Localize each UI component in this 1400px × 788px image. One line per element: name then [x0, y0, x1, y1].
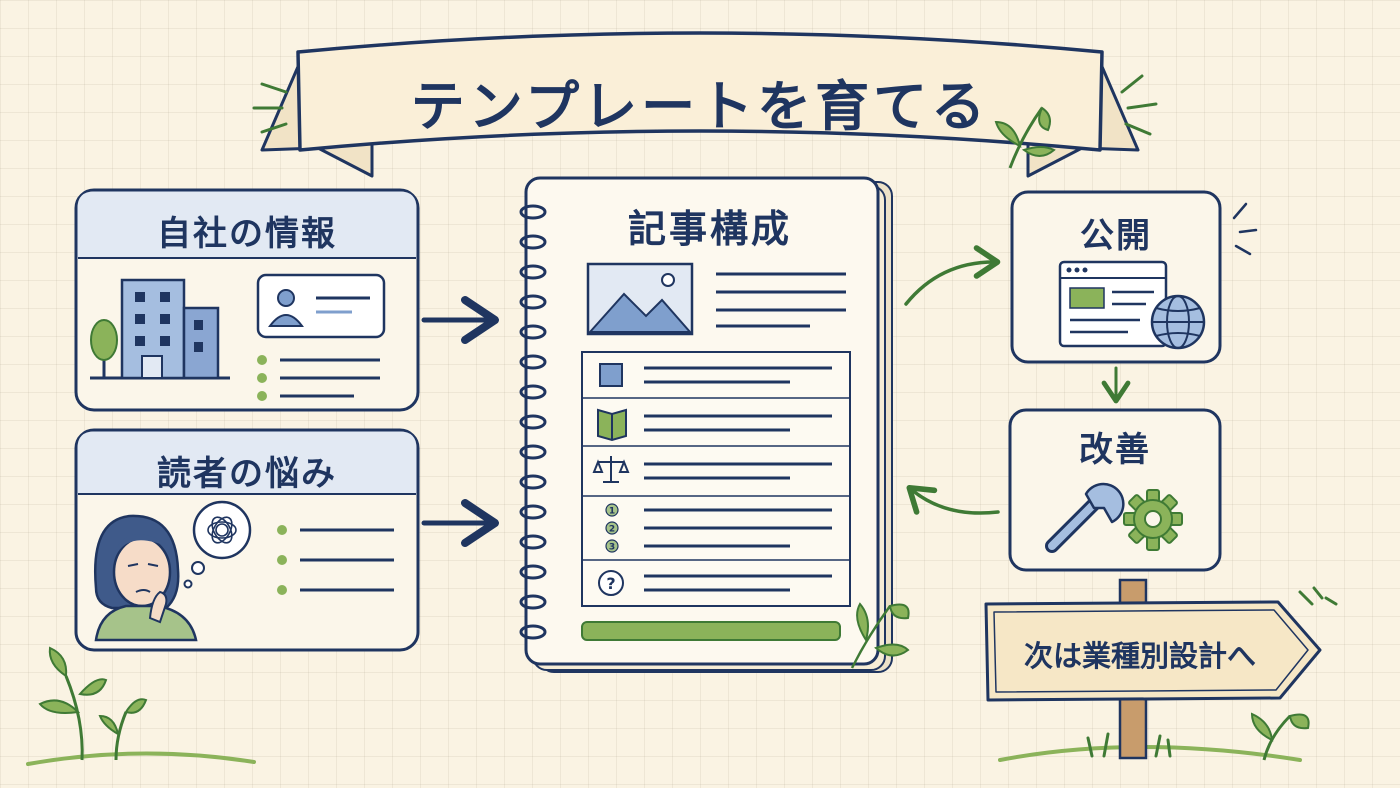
number-3: 3: [609, 543, 615, 553]
number-2: 2: [609, 525, 615, 535]
publish-sparkle-icon: [1232, 202, 1258, 256]
worries-bullet-list: [277, 525, 394, 595]
notebook-title: 記事構成: [627, 207, 792, 251]
company-info-card: [74, 188, 420, 412]
square-icon: [599, 363, 623, 387]
number-1: 1: [609, 507, 615, 517]
gear-icon: [1123, 489, 1183, 551]
image-placeholder-icon: [586, 262, 694, 336]
question-icon: [598, 570, 624, 596]
section-row-2: [597, 408, 832, 442]
company-bullet-list: [257, 355, 380, 401]
reader-worries-heading: 読者の悩み: [157, 454, 337, 494]
scales-icon: [592, 456, 630, 483]
signpost-sparkle-icon: [1298, 586, 1338, 606]
worried-person-icon: [94, 514, 198, 642]
improve-card: [1008, 408, 1222, 572]
notebook: 1 2 3 ?: [519, 176, 910, 673]
browser-window-icon: [1058, 260, 1168, 348]
profile-card-icon: [256, 273, 386, 339]
publish-card: [1010, 190, 1258, 364]
globe-icon: [1150, 294, 1206, 350]
section-row-4: 1 2 3: [605, 503, 832, 553]
grass-tuft-icon: [1086, 732, 1172, 758]
company-info-heading: 自社の情報: [157, 214, 337, 254]
right-sprout-icon: [1250, 712, 1310, 761]
sparkle-left-icon: [252, 82, 288, 134]
ribbon-body: [296, 31, 1104, 152]
signpost-label: 次は業種別設計へ: [1023, 639, 1256, 673]
notebook-leaf-icon: [850, 602, 910, 669]
section-row-1: [599, 363, 832, 387]
section-row-5: ?: [598, 570, 832, 596]
reader-worries-card: [74, 428, 420, 652]
signpost: [984, 578, 1338, 762]
thought-bubble-icon: [183, 500, 252, 589]
numbered-list-icon: 1 2 3: [605, 503, 619, 553]
title-ribbon: [252, 31, 1158, 178]
building-icon: [90, 278, 230, 380]
improve-label: 改善: [1079, 430, 1151, 470]
question-mark: ?: [606, 574, 615, 593]
publish-label: 公開: [1080, 216, 1152, 256]
wrench-icon: [1045, 482, 1125, 553]
sprout-icon: [994, 106, 1056, 169]
left-sprout-icon: [26, 646, 256, 766]
notebook-spiral: [519, 204, 547, 640]
section-row-3: [592, 456, 832, 483]
page-title: テンプレートを育てる: [410, 75, 990, 138]
intro-text-lines: [716, 272, 846, 328]
arrow-notebook-to-publish: [904, 245, 1001, 306]
cta-bar: [581, 621, 841, 641]
tree-icon: [90, 319, 118, 378]
sparkle-right-icon: [1120, 74, 1158, 136]
arrow-improve-to-notebook: [906, 484, 1000, 515]
